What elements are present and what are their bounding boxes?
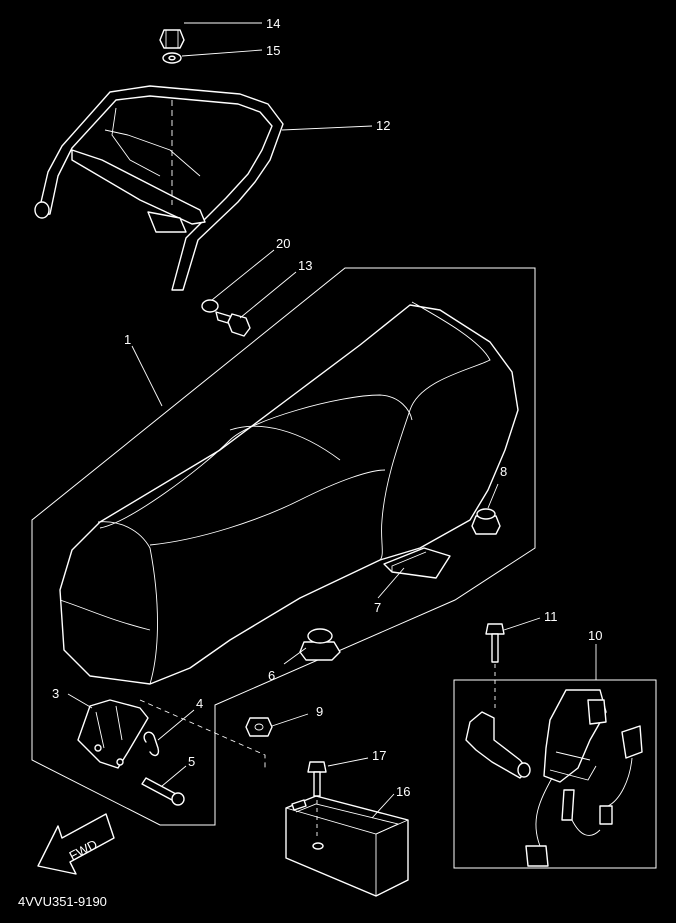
callout-6: 6 [268, 668, 275, 683]
fwd-arrow-icon: FWD [37, 813, 115, 875]
callout-9: 9 [316, 704, 323, 719]
nut-9 [245, 717, 273, 737]
seat-group-frame [31, 267, 536, 826]
damper-6 [299, 628, 341, 661]
screw-11 [485, 623, 505, 712]
callout-1: 1 [124, 332, 131, 347]
callout-11: 11 [544, 609, 558, 624]
washer-20 [201, 299, 219, 313]
screw-17 [307, 761, 327, 840]
leader-lines [67, 22, 597, 819]
callout-3: 3 [52, 686, 59, 701]
callout-14: 14 [266, 16, 280, 31]
pad-7 [383, 547, 451, 579]
diagram-code: 4VVU351-9190 [18, 894, 107, 909]
pin-5 [141, 777, 185, 806]
callout-12: 12 [376, 118, 390, 133]
callout-20: 20 [276, 236, 290, 251]
callout-8: 8 [500, 464, 507, 479]
callout-17: 17 [372, 748, 386, 763]
callout-4: 4 [196, 696, 203, 711]
callout-15: 15 [266, 43, 280, 58]
callout-13: 13 [298, 258, 312, 273]
lock-group-frame [453, 679, 657, 869]
callout-7: 7 [374, 600, 381, 615]
bolt-13 [215, 311, 251, 337]
seat [59, 301, 519, 685]
callout-5: 5 [188, 754, 195, 769]
clip-4 [143, 731, 160, 757]
callout-10: 10 [588, 628, 602, 643]
seat-lock-assy [465, 689, 643, 867]
damper-8 [471, 508, 501, 535]
tray-16 [285, 795, 409, 897]
hinge-3 [77, 699, 149, 769]
nut-14 [159, 29, 185, 49]
callout-16: 16 [396, 784, 410, 799]
grab-bar [34, 85, 284, 291]
